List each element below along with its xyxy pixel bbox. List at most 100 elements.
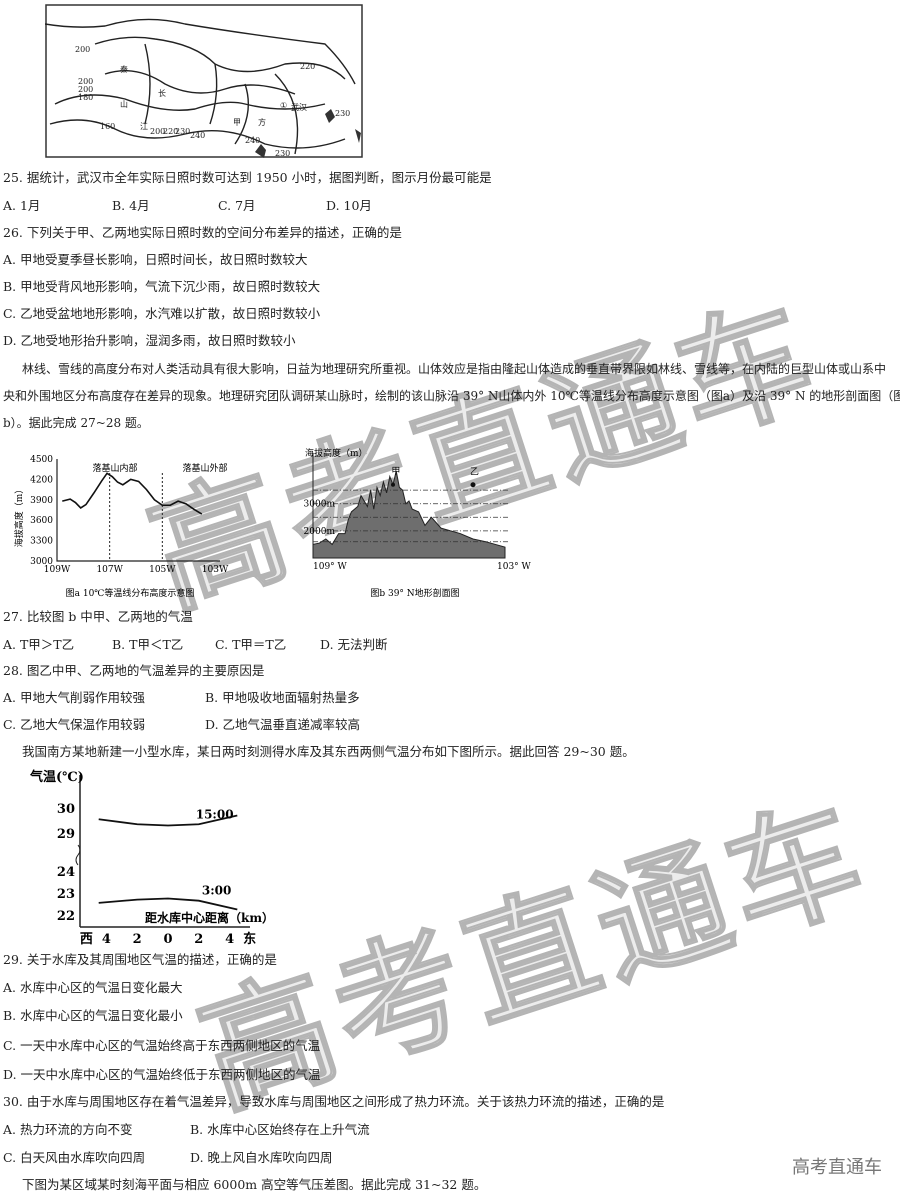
figa-x-tick: 107W — [96, 565, 123, 575]
figb-y-tick: 2000m — [304, 527, 336, 537]
figa-annotation-outer: 落基山外部 — [182, 462, 227, 474]
figa-isotherm-line — [62, 472, 203, 515]
q27-option-d[interactable]: D. 无法判断 — [320, 637, 388, 652]
q29-option-a[interactable]: A. 水库中心区的气温日变化最大 — [3, 980, 183, 995]
figa-y-tick: 4200 — [30, 475, 53, 485]
q26-stem: 26. 下列关于甲、乙两地实际日照时数的空间分布差异的描述，正确的是 — [3, 225, 402, 240]
figt-ylabel: 气温(℃) — [30, 769, 84, 785]
figa-x-tick: 105W — [149, 565, 176, 575]
figt-x-tick: 0 — [163, 932, 172, 947]
q25-option-d[interactable]: D. 10月 — [326, 198, 372, 213]
passage-line: b）。据此完成 27~28 题。 — [3, 416, 149, 430]
q27-option-a[interactable]: A. T甲＞T乙 — [3, 637, 75, 652]
figa-x-tick: 109W — [44, 565, 71, 575]
q27-option-b[interactable]: B. T甲＜T乙 — [112, 637, 184, 652]
map-label: 230 — [175, 127, 190, 136]
figb-title: 图b 39° N地形剖面图 — [370, 587, 459, 598]
q28-option-d[interactable]: D. 乙地气温垂直递减率较高 — [205, 717, 361, 732]
map-label: 200 — [78, 85, 93, 94]
figt-x-tick: 东 — [243, 931, 256, 947]
q25-option-b[interactable]: B. 4月 — [112, 198, 150, 213]
map-label: 200 — [78, 77, 93, 86]
q30-option-c[interactable]: C. 白天风由水库吹向四周 — [3, 1150, 146, 1165]
figa-ylabel: 海拔高度（m） — [13, 485, 25, 548]
q26-option-c[interactable]: C. 乙地受盆地地形影响，水汽难以扩散，故日照时数较小 — [3, 306, 321, 321]
q27-option-c[interactable]: C. T甲＝T乙 — [215, 637, 287, 652]
figt-y-tick: 29 — [57, 827, 75, 842]
map-label: 240 — [190, 131, 205, 140]
figt-x-tick: 4 — [102, 932, 111, 947]
q27-stem: 27. 比较图 b 中甲、乙两地的气温 — [3, 609, 193, 624]
q28-option-b[interactable]: B. 甲地吸收地面辐射热量多 — [205, 690, 360, 705]
q29-option-b[interactable]: B. 水库中心区的气温日变化最小 — [3, 1008, 183, 1023]
figb-point-label-jia: 甲 — [391, 466, 400, 477]
q28-option-c[interactable]: C. 乙地大气保温作用较弱 — [3, 717, 146, 732]
figt-series-label: 15:00 — [196, 807, 234, 821]
q28-stem: 28. 图乙中甲、乙两地的气温差异的主要原因是 — [3, 663, 265, 678]
q29-option-c[interactable]: C. 一天中水库中心区的气温始终高于东西两侧地区的气温 — [3, 1038, 321, 1053]
map-label: 江 — [140, 122, 148, 131]
q30-option-a[interactable]: A. 热力环流的方向不变 — [3, 1122, 133, 1137]
q26-option-b[interactable]: B. 甲地受背风地形影响，气流下沉少雨，故日照时数较大 — [3, 279, 321, 294]
figt-x-tick: 4 — [225, 932, 234, 947]
q26-option-d[interactable]: D. 乙地受地形抬升影响，湿润多雨，故日照时数较小 — [3, 333, 296, 348]
map-label: 180 — [78, 93, 93, 102]
figt-series-line — [98, 897, 238, 911]
figt-series-line — [98, 814, 238, 827]
q28-option-a[interactable]: A. 甲地大气削弱作用较强 — [3, 690, 145, 705]
map-label: 240 — [245, 136, 260, 145]
figa-axes — [56, 459, 220, 562]
passage-line: 央和外围地区分布高度存在差异的现象。地理研究团队调研某山脉时，绘制的该山脉沿 3… — [3, 389, 900, 403]
map-label: 秦 — [120, 64, 128, 74]
figt-y-tick: 22 — [57, 909, 75, 924]
map-label: 200 — [150, 127, 165, 136]
figb-point-jia — [391, 482, 395, 487]
figa-y-tick: 3000 — [30, 557, 53, 567]
map-label: 武汉 — [291, 102, 307, 112]
figt-x-tick: 2 — [194, 932, 203, 947]
figt-xlabel: 距水库中心距离（km） — [145, 910, 274, 925]
figt-y-tick: 24 — [57, 865, 75, 880]
figb-y-tick: 3000m — [304, 500, 336, 510]
figb-point-label-yi: 乙 — [470, 466, 479, 477]
q30-option-b[interactable]: B. 水库中心区始终存在上升气流 — [190, 1122, 370, 1137]
figb-x-tick: 103° W — [497, 562, 532, 572]
map-label: 230 — [275, 149, 290, 158]
figt-series-label: 3:00 — [202, 884, 231, 898]
q30-option-d[interactable]: D. 晚上风自水库吹向四周 — [190, 1150, 333, 1165]
figt-axis-break — [75, 844, 81, 866]
brand-logo: 高考直通车 — [792, 1157, 882, 1178]
map-label: 长 — [158, 88, 166, 98]
q29-stem: 29. 关于水库及其周围地区气温的描述，正确的是 — [3, 952, 277, 967]
figt-y-tick: 30 — [57, 802, 75, 817]
map-label: 200 — [75, 45, 90, 54]
sunshine-hours-map: 200 秦 200 200 180 山 长 160 江 200 220 230 … — [45, 4, 363, 158]
figa-title: 图a 10℃等温线分布高度示意图 — [66, 587, 195, 598]
map-label: 230 — [335, 109, 350, 118]
q25-option-c[interactable]: C. 7月 — [218, 198, 256, 213]
figa-y-tick: 3900 — [30, 496, 53, 506]
figt-x-tick: 西 — [80, 932, 93, 947]
q30-stem: 30. 由于水库与周围地区存在着气温差异，导致水库与周围地区之间形成了热力环流。… — [3, 1094, 665, 1109]
figt-x-tick: 2 — [133, 932, 142, 947]
figb-point-yi — [470, 482, 476, 488]
figa-x-tick: 103W — [202, 565, 229, 575]
q26-option-a[interactable]: A. 甲地受夏季昼长影响，日照时间长，故日照时数较大 — [3, 252, 308, 267]
map-label: 160 — [100, 122, 115, 131]
figb-terrain-area — [312, 471, 506, 559]
passage-pressure: 下图为某区域某时刻海平面与相应 6000m 高空等气压差图。据此完成 31~32… — [22, 1177, 487, 1192]
q25-option-a[interactable]: A. 1月 — [3, 198, 41, 213]
figa-annotation-inner: 落基山内部 — [92, 462, 137, 474]
passage-line: 林线、雪线的高度分布对人类活动具有很大影响，日益为地理研究所重视。山体效应是指由… — [22, 362, 887, 376]
figa-y-tick: 3300 — [30, 537, 53, 547]
map-label: 220 — [300, 62, 315, 71]
map-label: 220 — [163, 127, 178, 136]
figb-ylabel: 海拔高度（m） — [305, 448, 368, 459]
q29-option-d[interactable]: D. 一天中水库中心区的气温始终低于东西两侧地区的气温 — [3, 1067, 321, 1082]
map-label: ① — [280, 101, 287, 110]
figa-y-tick: 4500 — [30, 455, 53, 465]
figa-y-tick: 3600 — [30, 516, 53, 526]
